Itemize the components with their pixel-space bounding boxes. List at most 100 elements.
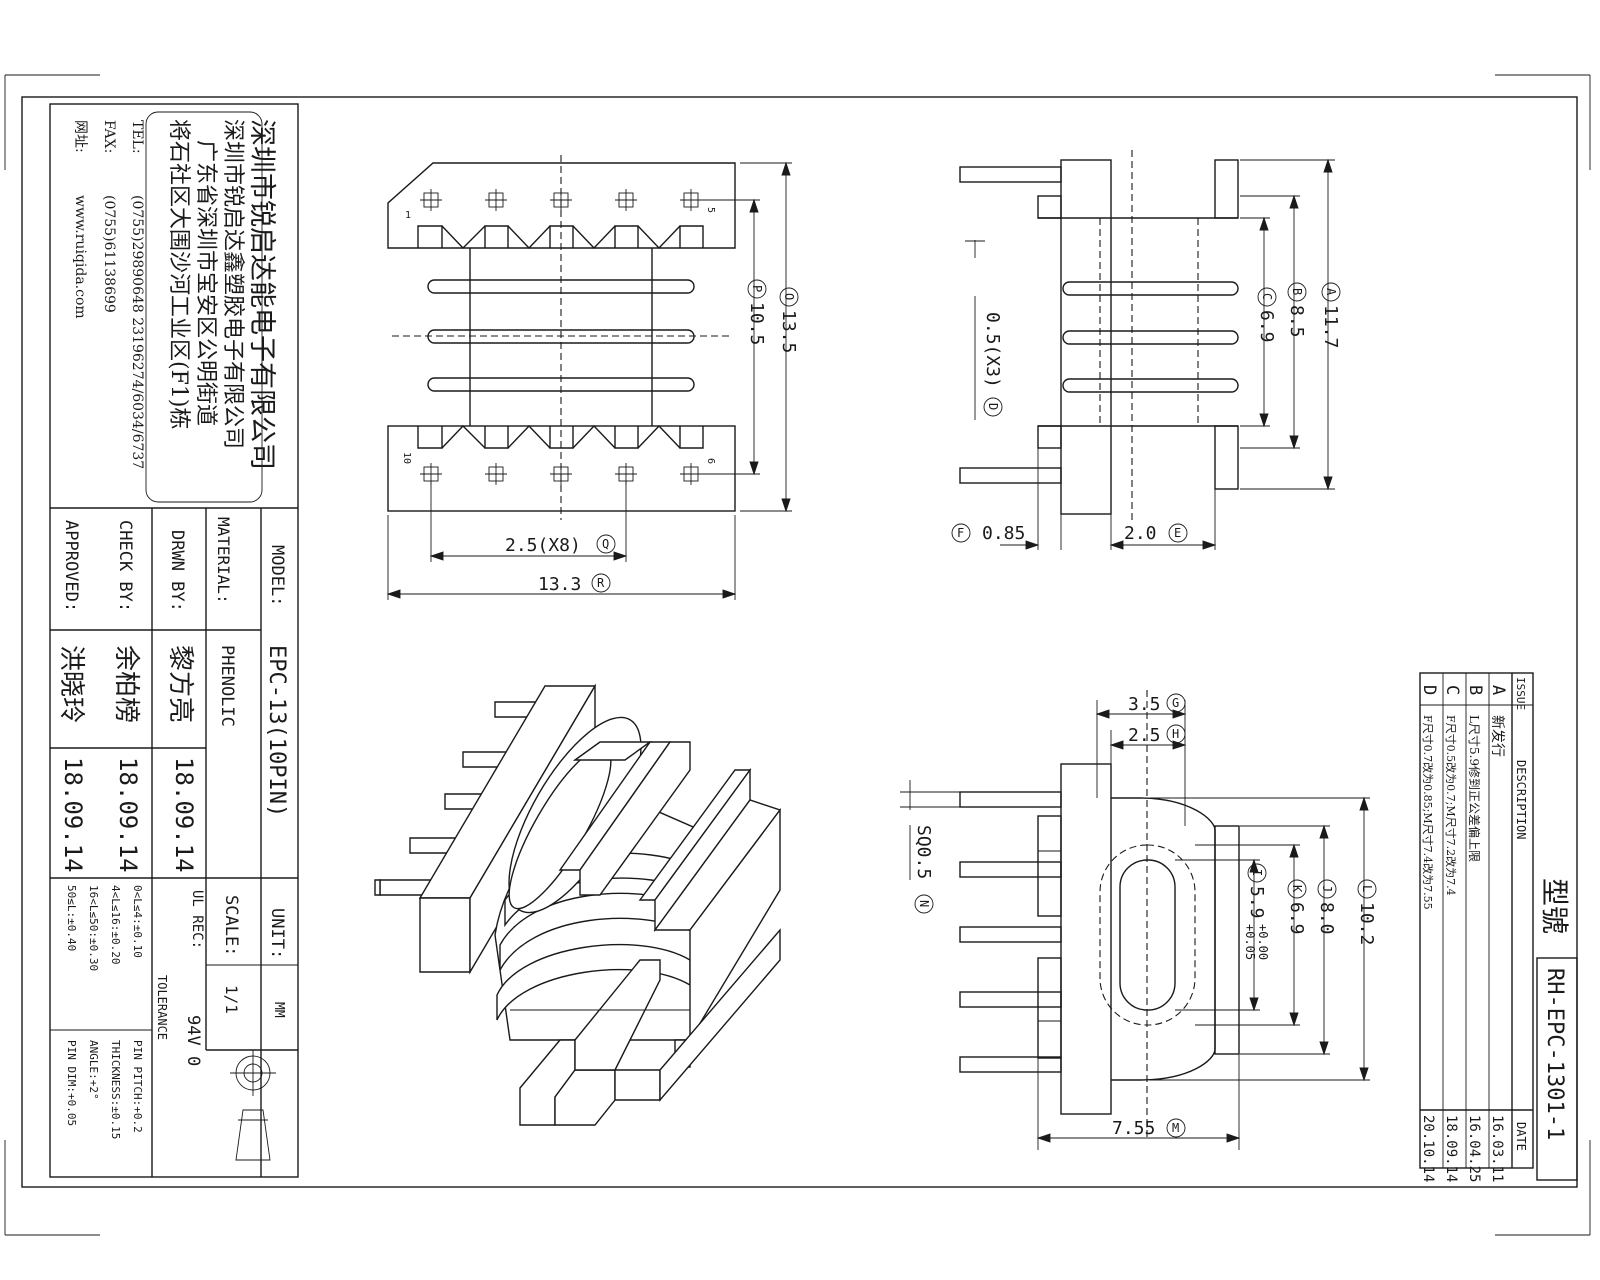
check-label: CHECK BY: [115,520,135,612]
rev-issue-b: B [1465,685,1485,695]
svg-text:D: D [986,403,1000,410]
unit-value: MM [271,1002,286,1018]
scale-label: SCALE: [221,895,241,956]
fax-value: (0755)61138699 [101,195,117,313]
revision-table: ISSUE DESCRIPTION DATE A 新发行 16.03.11 B … [1419,672,1578,1182]
dim-d-label: 0.5(X3) D [982,312,1003,417]
svg-text:F: F [957,526,964,540]
pin-label-1: 1 [405,210,411,221]
dim-k-value: 6.9 [1286,902,1307,935]
part-title: 型號 [1538,878,1571,934]
dim-i-label: I 5.9 +0.00 +0.05 [1243,863,1270,960]
tol2-line-4: PIN DIM:+0.05 [65,1040,78,1126]
dim-m-marker-icon: M [1166,1118,1186,1138]
svg-text:P: P [750,285,764,292]
dim-d-value: 0.5(X3) [982,312,1003,388]
company-name: 深圳市锐启达能电子有限公司 [246,119,277,470]
company-line2: 深圳市锐启达鑫塑胶电子有限公司 [220,119,245,449]
tel-label: TEL: [129,120,145,154]
tol-line-4: 50≤L:±0.40 [65,885,78,951]
title-block [49,103,299,1178]
dim-e-value: 2.0 [1124,523,1157,544]
drawing-frame [21,96,1578,1188]
tol2-line-1: PIN PITCH:+0.2 [131,1040,144,1133]
rev-header-description: DESCRIPTION [1514,760,1528,839]
dim-g-marker-icon: G [1166,693,1186,713]
rev-date-c: 18.09.14 [1443,1115,1459,1182]
dim-a-value: 11.7 [1320,305,1341,348]
svg-text:J: J [1320,885,1334,892]
tol2-line-3: ANGLE:+2° [87,1040,100,1100]
rev-issue-c: C [1442,685,1462,695]
dim-k-label: K 6.9 [1286,879,1307,935]
tel-value: (0755)29890648 23196274/6034/6737 [129,195,145,469]
dim-e-marker-icon: E [1168,523,1188,543]
dim-l-value: 10.2 [1356,902,1377,945]
company-info: 深圳市锐启达能电子有限公司 深圳市锐启达鑫塑胶电子有限公司 广东省深圳市宝安区公… [72,119,277,470]
dim-m-value: 7.55 [1112,1118,1155,1139]
dim-q-value: 2.5(X8) [505,535,581,556]
svg-text:E: E [1174,526,1181,540]
dim-j-value: 8.0 [1316,902,1337,935]
svg-text:L: L [1360,885,1374,892]
dim-r-value: 13.3 [538,574,581,595]
dim-o-label: O 13.5 [778,287,799,353]
dim-q-marker-icon: Q [596,534,616,554]
sheet-corner-marks [4,74,1591,1236]
svg-text:Q: Q [602,537,609,551]
check-name: 余柏榜 [111,645,141,723]
rev-desc-b: L尺寸5.9修到正公差偏上限 [1467,715,1482,862]
approved-date: 18.09.14 [59,757,87,873]
svg-text:N: N [917,900,931,907]
rev-desc-a: 新发行 [1489,715,1505,757]
dim-g-value: 3.5 [1128,694,1161,715]
dim-i-value: 5.9 [1246,886,1267,919]
dim-n-value: SQ0.5 [913,825,934,879]
rev-desc-d: F尺寸0.7改为0.85;M尺寸7.4改为7.55 [1421,715,1435,910]
rev-issue-a: A [1488,685,1508,695]
dim-f-value: 0.85 [982,523,1025,544]
svg-text:O: O [782,293,796,300]
dim-h-value: 2.5 [1128,725,1161,746]
svg-text:G: G [1172,696,1179,710]
dim-i-tol-hi: +0.00 [1256,924,1270,960]
approved-name: 洪晓玲 [56,645,86,723]
dim-f-marker-icon: F [951,523,971,543]
rev-issue-d: D [1419,685,1439,695]
dim-j-label: J 8.0 [1316,879,1337,935]
dim-p-value: 10.5 [746,302,767,345]
svg-text:A: A [1324,288,1338,296]
fax-label: FAX: [101,120,117,153]
tol-line-1: 0<L≤4:±0.10 [131,885,144,958]
rev-header-date: DATE [1514,1122,1528,1151]
pin-label-5: 5 [705,207,716,213]
title-fields: MODEL: EPC-13(10PIN) MATERIAL: PHENOLIC … [56,517,289,1139]
web-value: www.ruiqida.com [72,195,88,319]
svg-text:H: H [1172,727,1179,741]
tol-line-2: 4<L≤16:±0.20 [109,885,122,964]
dim-r-marker-icon: R [591,573,611,593]
company-line3: 广东省深圳市宝安区公明街道 [193,140,218,426]
isometric-view [374,683,782,1126]
approved-label: APPROVED: [61,520,81,612]
material-label: MATERIAL: [214,517,233,604]
check-date: 18.09.14 [114,757,142,873]
dim-a-label: A 11.7 [1320,282,1341,348]
dim-n-label: SQ0.5 N [913,825,934,914]
scale-value: 1/1 [222,985,241,1014]
svg-text:I: I [1250,869,1264,876]
drwn-date: 18.09.14 [170,757,198,873]
company-line4: 将石社区大围沙河工业区(F1)栋 [166,119,191,429]
dim-c-value: 6.9 [1256,310,1277,343]
svg-text:R: R [597,576,605,590]
tol2-line-2: THICKNESS:±0.15 [109,1040,122,1139]
dim-h-marker-icon: H [1166,724,1186,744]
model-label: MODEL: [267,545,287,606]
side-view: A 11.7 B 8.5 C 6.9 0.5(X3) D [951,150,1341,550]
rev-desc-c: F尺寸0.5改为0.7;M尺寸7.2改为7.4 [1444,715,1458,896]
dim-c-label: C 6.9 [1256,287,1277,343]
drwn-name: 黎方亮 [165,645,195,723]
material-value: PHENOLIC [217,645,237,727]
part-number: RH-EPC-1301-1 [1542,968,1567,1140]
